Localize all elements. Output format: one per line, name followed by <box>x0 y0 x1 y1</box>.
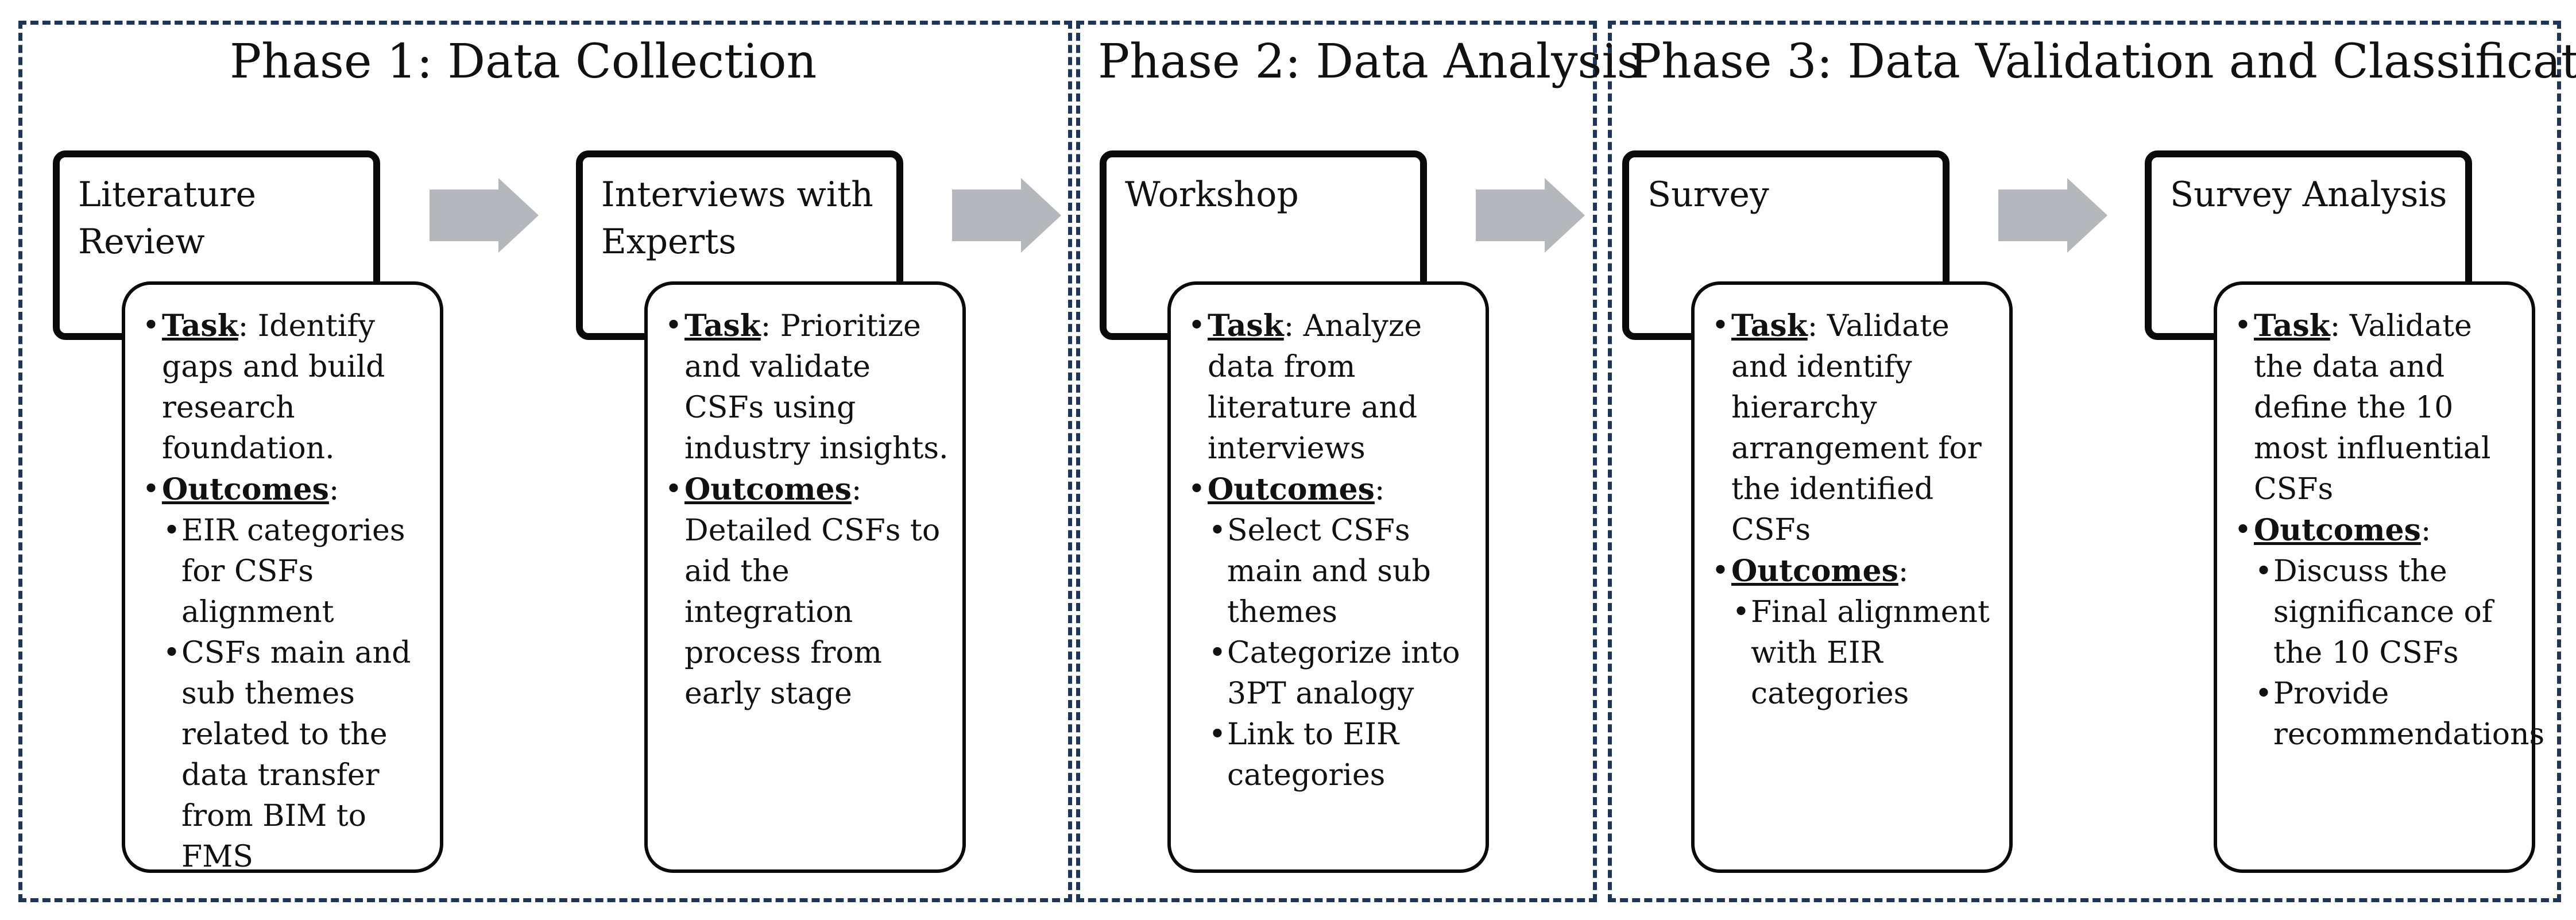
task-item: • Task: Prioritize and validate CSFs usi… <box>663 306 950 469</box>
task-item: • Task: Identify gaps and build research… <box>140 306 427 469</box>
step-workshop-details: • Task: Analyze data from literature and… <box>1167 281 1489 873</box>
outcomes-label: Outcomes <box>2254 513 2421 548</box>
bullet-icon: • <box>1188 472 1206 507</box>
bullet-icon: • <box>142 308 160 343</box>
outcomes-item: • Outcomes: <box>140 469 427 511</box>
task-text: : Validate and identify hierarchy arrang… <box>1731 309 1982 547</box>
bullet-icon: • <box>1732 595 1750 629</box>
phase-1-frame <box>18 21 1072 902</box>
phase-2-title: Phase 2: Data Analysis <box>1098 34 1641 89</box>
outcomes-item: • Outcomes: <box>1186 469 1473 511</box>
bullet-icon: • <box>1711 554 1730 588</box>
bullet-icon: • <box>1208 513 1227 548</box>
task-item: • Task: Validate the data and define the… <box>2232 306 2519 510</box>
outcome-item: • EIR categories for CSFs alignment <box>162 511 427 633</box>
flow-arrow-icon <box>952 178 1061 253</box>
bullet-icon: • <box>1188 308 1206 343</box>
bullet-icon: • <box>2254 554 2273 589</box>
bullet-icon: • <box>2234 308 2252 343</box>
bullet-icon: • <box>2254 677 2273 711</box>
phase-3-title: Phase 3: Data Validation and Classificat… <box>1630 34 2576 89</box>
bullet-icon: • <box>664 308 683 343</box>
task-label: Task <box>1731 308 1808 343</box>
flow-arrow-icon <box>1476 178 1585 253</box>
step-survey-details: • Task: Validate and identify hierarchy … <box>1691 281 2013 873</box>
bullet-icon: • <box>163 636 181 670</box>
outcome-item: • Select CSFs main and sub themes <box>1208 511 1473 633</box>
flow-arrow-icon <box>430 178 539 253</box>
task-text: : Prioritize and validate CSFs using ind… <box>684 309 949 466</box>
outcome-item: • Categorize into 3PT analogy <box>1208 633 1473 714</box>
step-title: Literature Review <box>78 175 257 262</box>
task-item: • Task: Analyze data from literature and… <box>1186 306 1473 469</box>
outcomes-label: Outcomes <box>1208 472 1375 507</box>
step-title: Workshop <box>1125 175 1299 215</box>
task-label: Task <box>2254 308 2330 343</box>
bullet-icon: • <box>1711 308 1730 343</box>
bullet-icon: • <box>1208 717 1227 752</box>
task-label: Task <box>684 308 761 343</box>
outcomes-label: Outcomes <box>1731 554 1898 589</box>
task-label: Task <box>1208 308 1284 343</box>
step-survey-analysis-details: • Task: Validate the data and define the… <box>2214 281 2545 873</box>
step-interviews-details: • Task: Prioritize and validate CSFs usi… <box>644 281 966 873</box>
step-title: Survey Analysis <box>2170 175 2447 215</box>
step-title: Survey <box>1647 175 1769 215</box>
outcomes-item: • Outcomes: <box>2232 510 2519 551</box>
bullet-icon: • <box>142 472 160 507</box>
task-text: : Analyze data from literature and inter… <box>1208 309 1422 466</box>
outcome-item: • Discuss the significance of the 10 CSF… <box>2254 551 2519 674</box>
phase-3-frame <box>1608 21 2561 902</box>
outcome-item: • Final alignment with EIR categories <box>1731 592 1997 714</box>
bullet-icon: • <box>163 513 181 548</box>
task-text: : Identify gaps and build research found… <box>162 309 385 466</box>
outcomes-item: • Outcomes:Detailed CSFs to aid the inte… <box>663 469 950 714</box>
step-title: Interviews with Experts <box>601 175 873 262</box>
bullet-icon: • <box>2234 513 2252 547</box>
bullet-icon: • <box>1208 636 1227 670</box>
outcomes-text: Detailed CSFs to aid the integration pro… <box>684 513 941 711</box>
phase-2-frame <box>1076 21 1597 902</box>
flow-arrow-icon <box>1998 178 2107 253</box>
outcome-item: • Provide recommendations <box>2254 674 2545 755</box>
bullet-icon: • <box>664 472 683 507</box>
outcome-item: • Link to EIR categories <box>1208 714 1473 796</box>
outcome-item: • CSFs main and sub themes related to th… <box>162 633 427 878</box>
outcomes-item: • Outcomes: <box>1709 551 1997 592</box>
task-label: Task <box>162 308 238 343</box>
outcomes-label: Outcomes <box>684 472 852 507</box>
phase-1-title: Phase 1: Data Collection <box>230 34 817 89</box>
step-literature-review-details: • Task: Identify gaps and build research… <box>122 281 443 874</box>
outcomes-label: Outcomes <box>162 472 329 507</box>
task-text: : Validate the data and define the 10 mo… <box>2254 309 2491 507</box>
task-item: • Task: Validate and identify hierarchy … <box>1709 306 1997 551</box>
